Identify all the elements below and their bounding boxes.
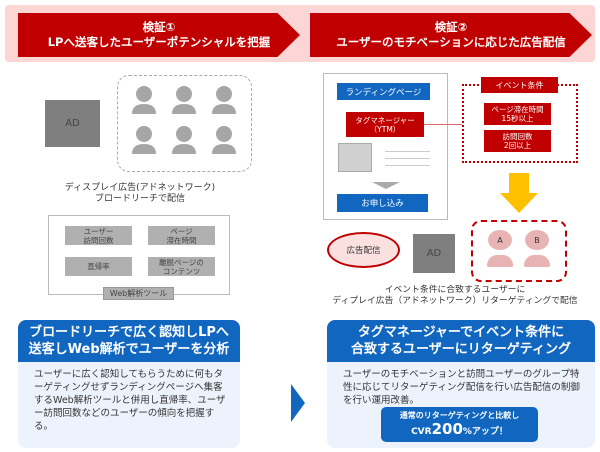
user-a: A	[487, 230, 513, 270]
step1-arrow: 検証① LPへ送客したユーザーポテンシャルを把握	[18, 13, 300, 57]
ad-box: AD	[413, 234, 455, 273]
person-body-icon	[487, 255, 513, 267]
image-placeholder	[338, 143, 372, 172]
audience-group	[117, 75, 252, 172]
metric-visits: ユーザー訪問回数	[65, 226, 132, 245]
user-b: B	[524, 230, 550, 270]
caption-line: イベント条件に合致するユーザーに	[384, 285, 526, 295]
step1-title: LPへ送客したユーザーポテンシャルを把握	[47, 35, 271, 49]
text-lines	[385, 145, 430, 169]
down-arrow-icon	[500, 173, 538, 213]
user-a-label: A	[488, 230, 512, 250]
caption-line: ディスプレイ広告(アドネットワーク)	[64, 183, 216, 193]
left-caption: ディスプレイ広告(アドネットワーク) ブロードリーチで配信	[30, 183, 250, 205]
connector-line	[424, 124, 462, 125]
badge-number: 200	[431, 420, 463, 438]
chevron-right-icon	[291, 384, 305, 422]
event-title: イベント条件	[481, 77, 558, 93]
target-users-box	[471, 220, 567, 282]
step2-label: 検証②	[434, 20, 468, 34]
tag-manager: タグマネージャー（YTM）	[346, 112, 424, 137]
user-b-label: B	[525, 230, 549, 250]
people-icons	[132, 86, 236, 154]
right-card-title: タグマネージャーでイベント条件に合致するユーザーにリターゲティング	[327, 320, 595, 362]
step2-arrow: 検証② ユーザーのモチベーションに応じた広告配信	[310, 13, 592, 57]
caption-line: ディプレイ広告（アドネットワーク）リターゲティングで配信	[332, 296, 578, 306]
landing-page-label: ランディングページ	[337, 83, 430, 100]
caption-line: ブロードリーチで配信	[94, 194, 185, 204]
ad-box: AD	[45, 100, 100, 147]
left-card-body: ユーザーに広く認知してもらうために何もターゲティングせずランディングページへ集客…	[34, 369, 226, 432]
step1-label: 検証①	[142, 20, 176, 34]
ad-delivery-label: 広告配信	[327, 232, 400, 268]
tool-label: Web解析ツール	[103, 287, 174, 300]
metric-exit-page: 離脱ページのコンテンツ	[148, 257, 215, 276]
badge-cvr: CVR	[411, 427, 432, 437]
person-body-icon	[524, 255, 550, 267]
right-caption: イベント条件に合致するユーザーに ディプレイ広告（アドネットワーク）リターゲティ…	[310, 285, 600, 307]
badge-suffix: %アップ！	[462, 427, 508, 437]
down-triangle-icon	[372, 182, 400, 189]
badge-line1: 通常のリターゲティングと比較し	[399, 411, 520, 420]
metric-duration: ページ滞在時間	[148, 226, 215, 245]
step2-title: ユーザーのモチベーションに応じた広告配信	[336, 35, 566, 49]
apply-button: お申し込み	[337, 194, 428, 212]
metric-bounce: 直帰率	[65, 257, 132, 276]
cvr-badge: 通常のリターゲティングと比較し CVR200%アップ！	[381, 407, 538, 442]
right-card-body: ユーザーのモチベーションと訪問ユーザーのグループ特性に応じてリターゲティング配信…	[343, 369, 580, 406]
left-card-title: ブロードリーチで広く認知しLPへ送客しWeb解析でユーザーを分析	[18, 320, 240, 362]
left-summary-card: ブロードリーチで広く認知しLPへ送客しWeb解析でユーザーを分析 ユーザーに広く…	[18, 320, 240, 448]
